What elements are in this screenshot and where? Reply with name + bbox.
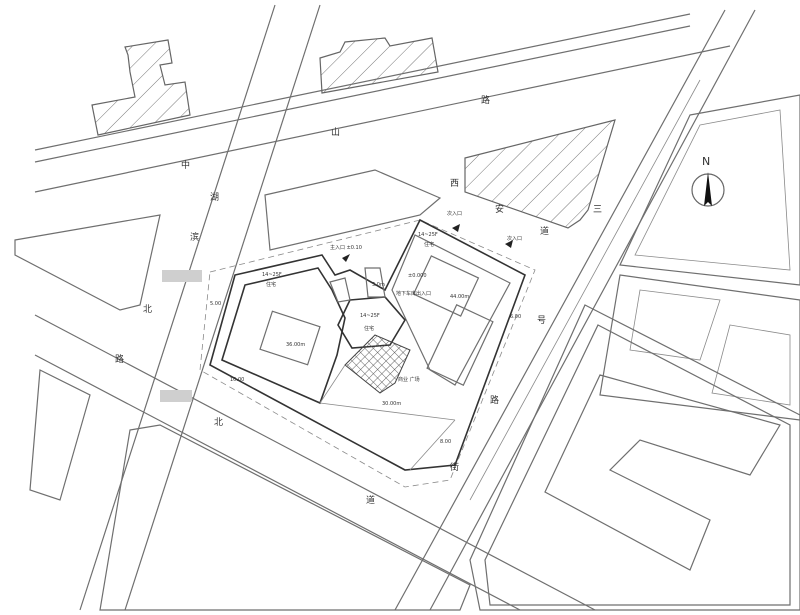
road-label-north-2: 山 [331, 127, 340, 138]
entrance-north-label: 主入口 ±0.10 [330, 244, 362, 251]
existing-building-n [319, 37, 439, 94]
road-label-east-lane-3: 路 [490, 394, 499, 406]
block-north-center [264, 169, 442, 251]
tower-ne [412, 255, 480, 317]
road-label-north-1: 中 [181, 159, 190, 171]
road-label-north-3: 路 [481, 94, 490, 106]
entrance-ne-label: 次入口 [447, 210, 462, 217]
road-west [79, 4, 321, 611]
tower-nw [259, 310, 321, 366]
tower-center-label: 14~25F [360, 313, 380, 319]
setback-nw: 5.00 [210, 301, 221, 307]
road-label-west-2: 滨 [190, 231, 199, 243]
plaza-label: 商业 广场 [398, 376, 420, 383]
plaza-crosshatch [344, 334, 411, 394]
road-label-west-5: 北 [214, 417, 223, 428]
existing-building-nw [91, 39, 191, 136]
tower-east-wing [426, 304, 494, 386]
dimension-ne: 44.00m [450, 294, 469, 300]
compass-north-label: N [702, 155, 710, 168]
road-label-east-1: 西 [450, 178, 459, 189]
tower-ne-sub: 住宅 [424, 241, 434, 248]
north-compass-icon [691, 172, 725, 207]
road-label-east-2: 安 [495, 203, 504, 215]
road-south [34, 314, 596, 611]
tower-ne-label: 14~25F [418, 232, 438, 238]
block-sw [29, 369, 471, 611]
link-west [329, 277, 351, 303]
setback-w: 10.00 [230, 377, 244, 383]
elevation-note: 地下车库出入口 [396, 290, 431, 297]
elevation-center: ±0.000 [408, 273, 427, 279]
redacted-label-upper [162, 270, 202, 282]
dimension-se: 30.00m [382, 401, 401, 407]
road-label-east-3: 道 [540, 225, 549, 237]
setback-s: 8.00 [440, 439, 451, 445]
road-label-east-lane-2: 号 [537, 315, 546, 326]
block-west-left [14, 214, 161, 311]
link-north [364, 267, 386, 298]
road-label-west-3: 北 [143, 304, 152, 315]
road-label-west-4: 路 [115, 353, 124, 365]
height-mark: 3.0m [372, 282, 385, 288]
dimension-sw: 36.00m [286, 342, 305, 348]
road-east [394, 9, 756, 611]
road-label-west-1: 湖 [210, 192, 219, 203]
tower-center-sub: 住宅 [364, 325, 374, 332]
tower-nw-label: 14~25F [262, 272, 282, 278]
existing-building-ne [464, 119, 616, 229]
east-complex [469, 94, 800, 611]
road-label-east-lane-4: 街 [450, 461, 459, 473]
tower-nw-sub: 住宅 [266, 281, 276, 288]
setback-e: 6.00 [510, 314, 521, 320]
road-label-south: 道 [366, 494, 375, 506]
road-label-east-lane-1: 三 [593, 205, 602, 215]
redacted-label-lower [160, 390, 192, 402]
entrance-e-label: 次入口 [507, 235, 522, 242]
entrance-markers [342, 224, 513, 262]
site-boundary [199, 218, 536, 488]
